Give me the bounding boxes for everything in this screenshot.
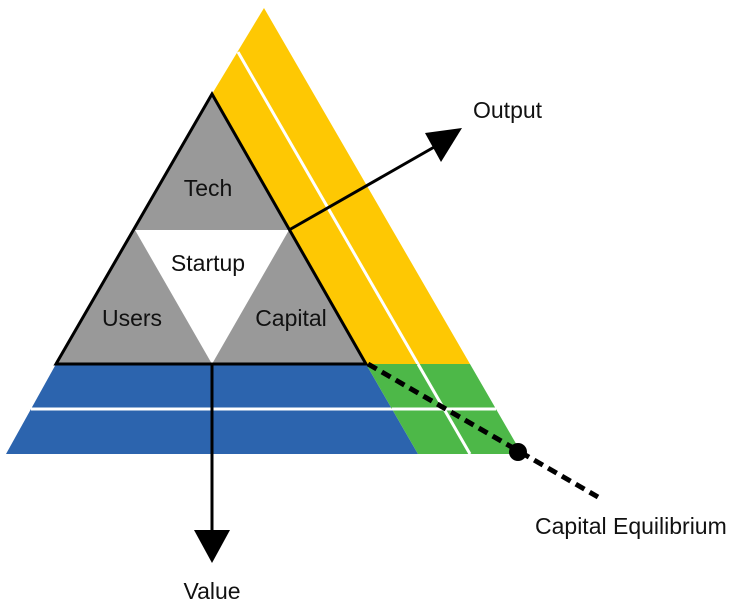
- capital-equilibrium-point: [509, 443, 527, 461]
- capital-label: Capital: [255, 305, 327, 331]
- yellow-band-outer: [212, 8, 470, 364]
- capital-equilibrium-label: Capital Equilibrium: [535, 513, 727, 539]
- output-arrow-shaft: [288, 144, 437, 232]
- startup-label: Startup: [171, 250, 245, 276]
- value-arrow-head: [194, 530, 230, 563]
- startup-center-triangle: [135, 230, 289, 364]
- output-arrow: [288, 128, 462, 232]
- core-triangle-fill: [56, 94, 366, 364]
- capital-equilibrium-dashes: [366, 361, 600, 500]
- tech-label: Tech: [184, 175, 233, 201]
- output-label: Output: [473, 97, 543, 123]
- value-label: Value: [183, 578, 240, 604]
- value-arrow: [194, 364, 230, 563]
- output-arrow-head: [425, 128, 462, 162]
- users-label: Users: [102, 305, 162, 331]
- capital-equilibrium-line: [366, 361, 600, 500]
